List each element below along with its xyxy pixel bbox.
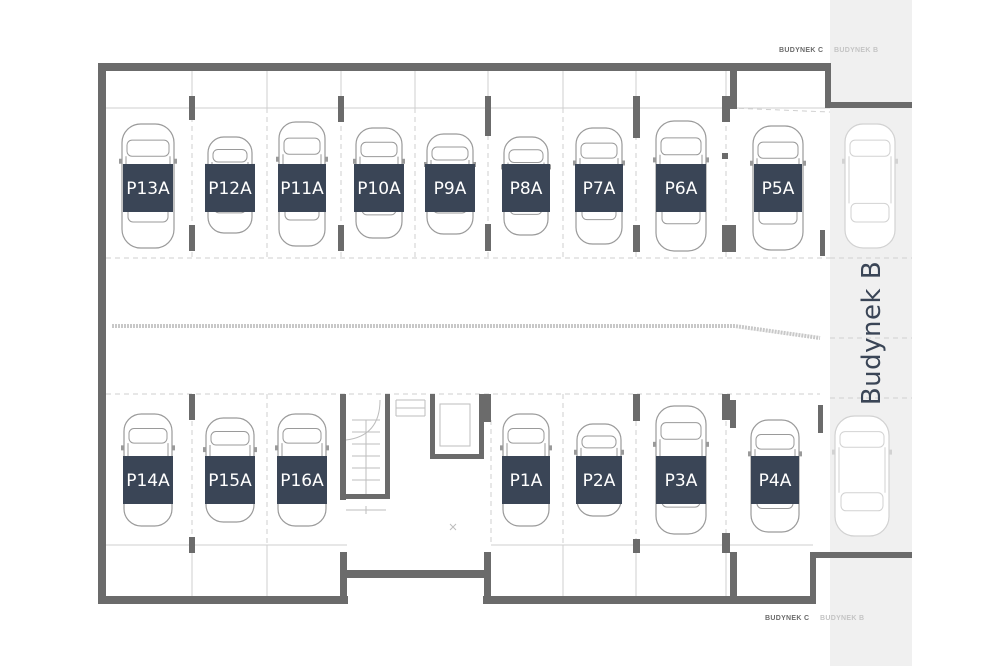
spot-label-text: P7A xyxy=(583,179,616,199)
spot-label-box xyxy=(354,164,404,212)
spot-p15a[interactable]: P15A xyxy=(205,456,255,504)
spot-label-box xyxy=(502,164,550,212)
spot-labels: P13A P12A P11A P10A P9A P8A P7A P6A P5A P14A P15A P… xyxy=(123,164,802,504)
spot-p12a[interactable]: P12A xyxy=(205,164,255,212)
walls xyxy=(98,63,912,604)
building-b-cars xyxy=(832,123,898,537)
spot-label-box xyxy=(656,456,706,504)
spot-label-text: P11A xyxy=(280,179,324,199)
driveway-line xyxy=(112,324,821,340)
spot-p8a[interactable]: P8A xyxy=(502,164,550,212)
spot-label-box xyxy=(502,456,550,504)
spot-label-text: P15A xyxy=(208,471,252,491)
tag-building-c-top: BUDYNEK C xyxy=(779,47,823,54)
spot-p16a[interactable]: P16A xyxy=(277,456,327,504)
spot-p4a[interactable]: P4A xyxy=(751,456,799,504)
spot-p3a[interactable]: P3A xyxy=(656,456,706,504)
spot-label-text: P12A xyxy=(208,179,252,199)
spot-label-box xyxy=(123,164,173,212)
spot-label-box xyxy=(576,456,622,504)
spot-label-box xyxy=(754,164,802,212)
spot-p2a[interactable]: P2A xyxy=(576,456,622,504)
car-building-b-lower xyxy=(832,415,892,537)
spot-label-box xyxy=(123,456,173,504)
spot-label-text: P9A xyxy=(434,179,467,199)
spot-p5a[interactable]: P5A xyxy=(754,164,802,212)
spot-label-text: P10A xyxy=(357,179,401,199)
spot-label-box xyxy=(277,456,327,504)
spot-p11a[interactable]: P11A xyxy=(278,164,326,212)
spot-label-text: P5A xyxy=(762,179,795,199)
spot-label-text: P13A xyxy=(126,179,170,199)
spot-label-box xyxy=(205,164,255,212)
spot-label-box xyxy=(205,456,255,504)
spot-label-box xyxy=(425,164,475,212)
spot-label-text: P3A xyxy=(665,471,698,491)
spot-label-box xyxy=(656,164,706,212)
spot-p1a[interactable]: P1A xyxy=(502,456,550,504)
spot-label-text: P1A xyxy=(510,471,543,491)
stall-lines xyxy=(106,71,912,596)
spot-label-text: P6A xyxy=(665,179,698,199)
spot-p10a[interactable]: P10A xyxy=(354,164,404,212)
spot-label-text: P4A xyxy=(759,471,792,491)
spot-label-box xyxy=(751,456,799,504)
spot-p9a[interactable]: P9A xyxy=(425,164,475,212)
tag-building-b-bottom: BUDYNEK B xyxy=(820,615,864,622)
car-building-b-upper xyxy=(842,123,898,249)
spot-p7a[interactable]: P7A xyxy=(575,164,623,212)
tag-building-c-bottom: BUDYNEK C xyxy=(765,615,809,622)
staircase xyxy=(345,399,471,531)
spot-p14a[interactable]: P14A xyxy=(123,456,173,504)
spot-label-text: P16A xyxy=(280,471,324,491)
building-b-label: Budynek B xyxy=(857,261,887,405)
spot-label-text: P8A xyxy=(510,179,543,199)
spot-label-box xyxy=(278,164,326,212)
spot-p6a[interactable]: P6A xyxy=(656,164,706,212)
spot-label-text: P2A xyxy=(583,471,616,491)
spot-p13a[interactable]: P13A xyxy=(123,164,173,212)
spot-label-box xyxy=(575,164,623,212)
spot-label-text: P14A xyxy=(126,471,170,491)
tag-building-b-top: BUDYNEK B xyxy=(834,47,878,54)
